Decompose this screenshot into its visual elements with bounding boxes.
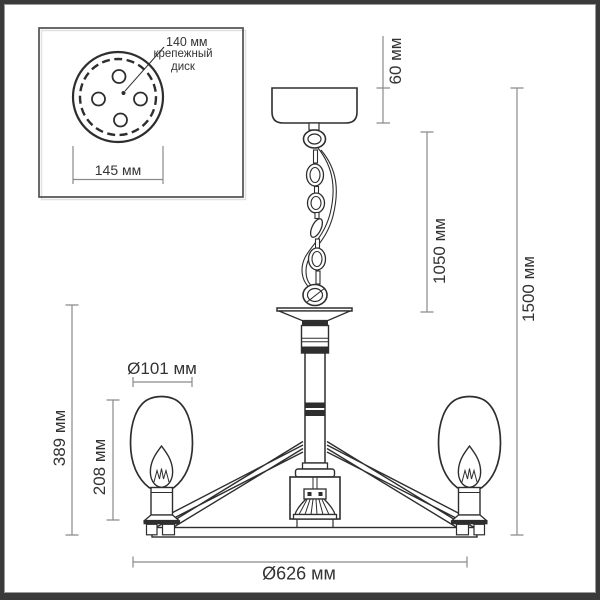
chandelier-arms [150,440,480,529]
suspension-chain [302,129,328,307]
disc-holes-diameter-label: 140 мм [166,35,208,49]
overall-diameter-label: Ø626 мм [262,563,336,584]
overall-height-label: 1500 мм [519,256,538,322]
ceiling-canopy [271,87,358,131]
tassel-lantern [289,476,341,528]
disc-width-label: 145 мм [94,162,142,178]
center-column [276,307,353,478]
canopy-height-label: 60 мм [386,37,405,85]
shade-height-label: 208 мм [90,438,109,496]
body-height-label: 389 мм [50,409,69,467]
bottom-ring [151,526,478,538]
shade-diameter-label: Ø101 мм [127,359,197,378]
leader-line [124,46,165,92]
dimension-lines [65,36,524,568]
mounting-disc-label: крепежный диск [153,48,213,73]
left-shade [129,395,194,536]
mounting-disc-inset [38,27,247,201]
chain-length-label: 1050 мм [430,218,449,284]
